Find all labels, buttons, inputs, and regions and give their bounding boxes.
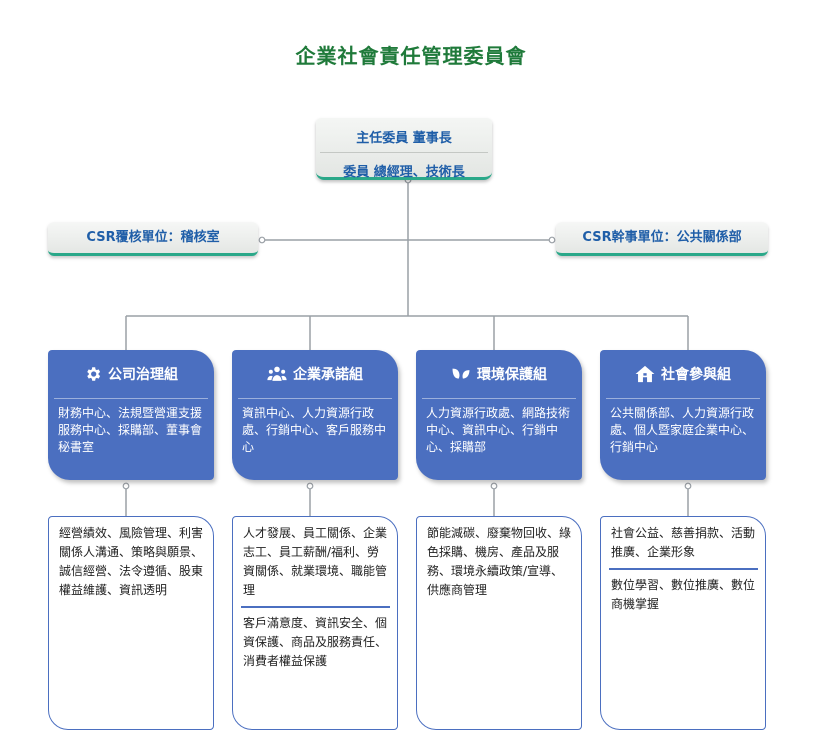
topic-text: 社會公益、慈善捐款、活動推廣、企業形象 [611, 526, 756, 559]
group-members: 財務中心、法規暨營運支援服務中心、採購部、董事會秘書室 [58, 406, 203, 454]
topics-corporate-governance: 經營績效、風險管理、利害關係人溝通、策略與願景、誠信經營、法令遵循、股東權益維護… [48, 516, 214, 730]
group-header: 環境保護組 [416, 350, 582, 398]
group-divider [54, 398, 208, 399]
topic-text: 經營績效、風險管理、利害關係人溝通、策略與願景、誠信經營、法令遵循、股東權益維護… [59, 526, 204, 597]
topics-corporate-commitment: 人才發展、員工關係、企業志工、員工薪酬/福利、勞資關係、就業環境、職能管理 客戶… [232, 516, 398, 730]
chart-title: 企業社會責任管理委員會 [295, 44, 527, 68]
group-header: 企業承諾組 [232, 350, 398, 398]
topics-social-participation: 社會公益、慈善捐款、活動推廣、企業形象 數位學習、數位推廣、數位商機掌握 [600, 516, 766, 730]
audit-unit-box: CSR覆核單位：稽核室 [48, 222, 258, 256]
topic-text: 人才發展、員工關係、企業志工、員工薪酬/福利、勞資關係、就業環境、職能管理 [243, 526, 388, 597]
group-name: 公司治理組 [108, 367, 178, 383]
people-icon [267, 365, 287, 383]
group-name: 社會參與組 [661, 367, 731, 383]
gear-icon [84, 365, 102, 383]
executive-unit-box: CSR幹事單位：公共關係部 [556, 222, 768, 256]
chair-line: 主任委員 董事長 [356, 131, 452, 146]
group-divider [606, 398, 760, 399]
topic-divider [609, 568, 758, 570]
topic-text: 客戶滿意度、資訊安全、個資保護、商品及服務責任、消費者權益保護 [243, 616, 388, 668]
group-members: 資訊中心、人力資源行政處、行銷中心、客戶服務中心 [242, 406, 387, 454]
group-name: 企業承諾組 [293, 367, 363, 383]
house-icon [635, 365, 655, 383]
committee-chair-box: 主任委員 董事長 委員 總經理、技術長 [316, 118, 492, 180]
committee-members-line: 委員 總經理、技術長 [343, 165, 465, 180]
chair-divider [320, 152, 488, 153]
group-corporate-commitment: 企業承諾組 資訊中心、人力資源行政處、行銷中心、客戶服務中心 [232, 350, 398, 480]
group-corporate-governance: 公司治理組 財務中心、法規暨營運支援服務中心、採購部、董事會秘書室 [48, 350, 214, 480]
group-divider [422, 398, 576, 399]
topics-environmental-protection: 節能減碳、廢棄物回收、綠色採購、機房、產品及服務、環境永續政策/宣導、供應商管理 [416, 516, 582, 730]
group-divider [238, 398, 392, 399]
group-header: 社會參與組 [600, 350, 766, 398]
group-header: 公司治理組 [48, 350, 214, 398]
group-name: 環境保護組 [477, 367, 547, 383]
group-social-participation: 社會參與組 公共關係部、人力資源行政處、個人暨家庭企業中心、行銷中心 [600, 350, 766, 480]
group-members: 公共關係部、人力資源行政處、個人暨家庭企業中心、行銷中心 [610, 406, 755, 454]
topic-text: 節能減碳、廢棄物回收、綠色採購、機房、產品及服務、環境永續政策/宣導、供應商管理 [427, 526, 572, 597]
group-members: 人力資源行政處、網路技術中心、資訊中心、行銷中心、採購部 [426, 406, 571, 454]
topic-text: 數位學習、數位推廣、數位商機掌握 [611, 578, 756, 611]
topic-divider [241, 606, 390, 608]
group-environmental-protection: 環境保護組 人力資源行政處、網路技術中心、資訊中心、行銷中心、採購部 [416, 350, 582, 480]
leaf-icon [451, 366, 471, 382]
